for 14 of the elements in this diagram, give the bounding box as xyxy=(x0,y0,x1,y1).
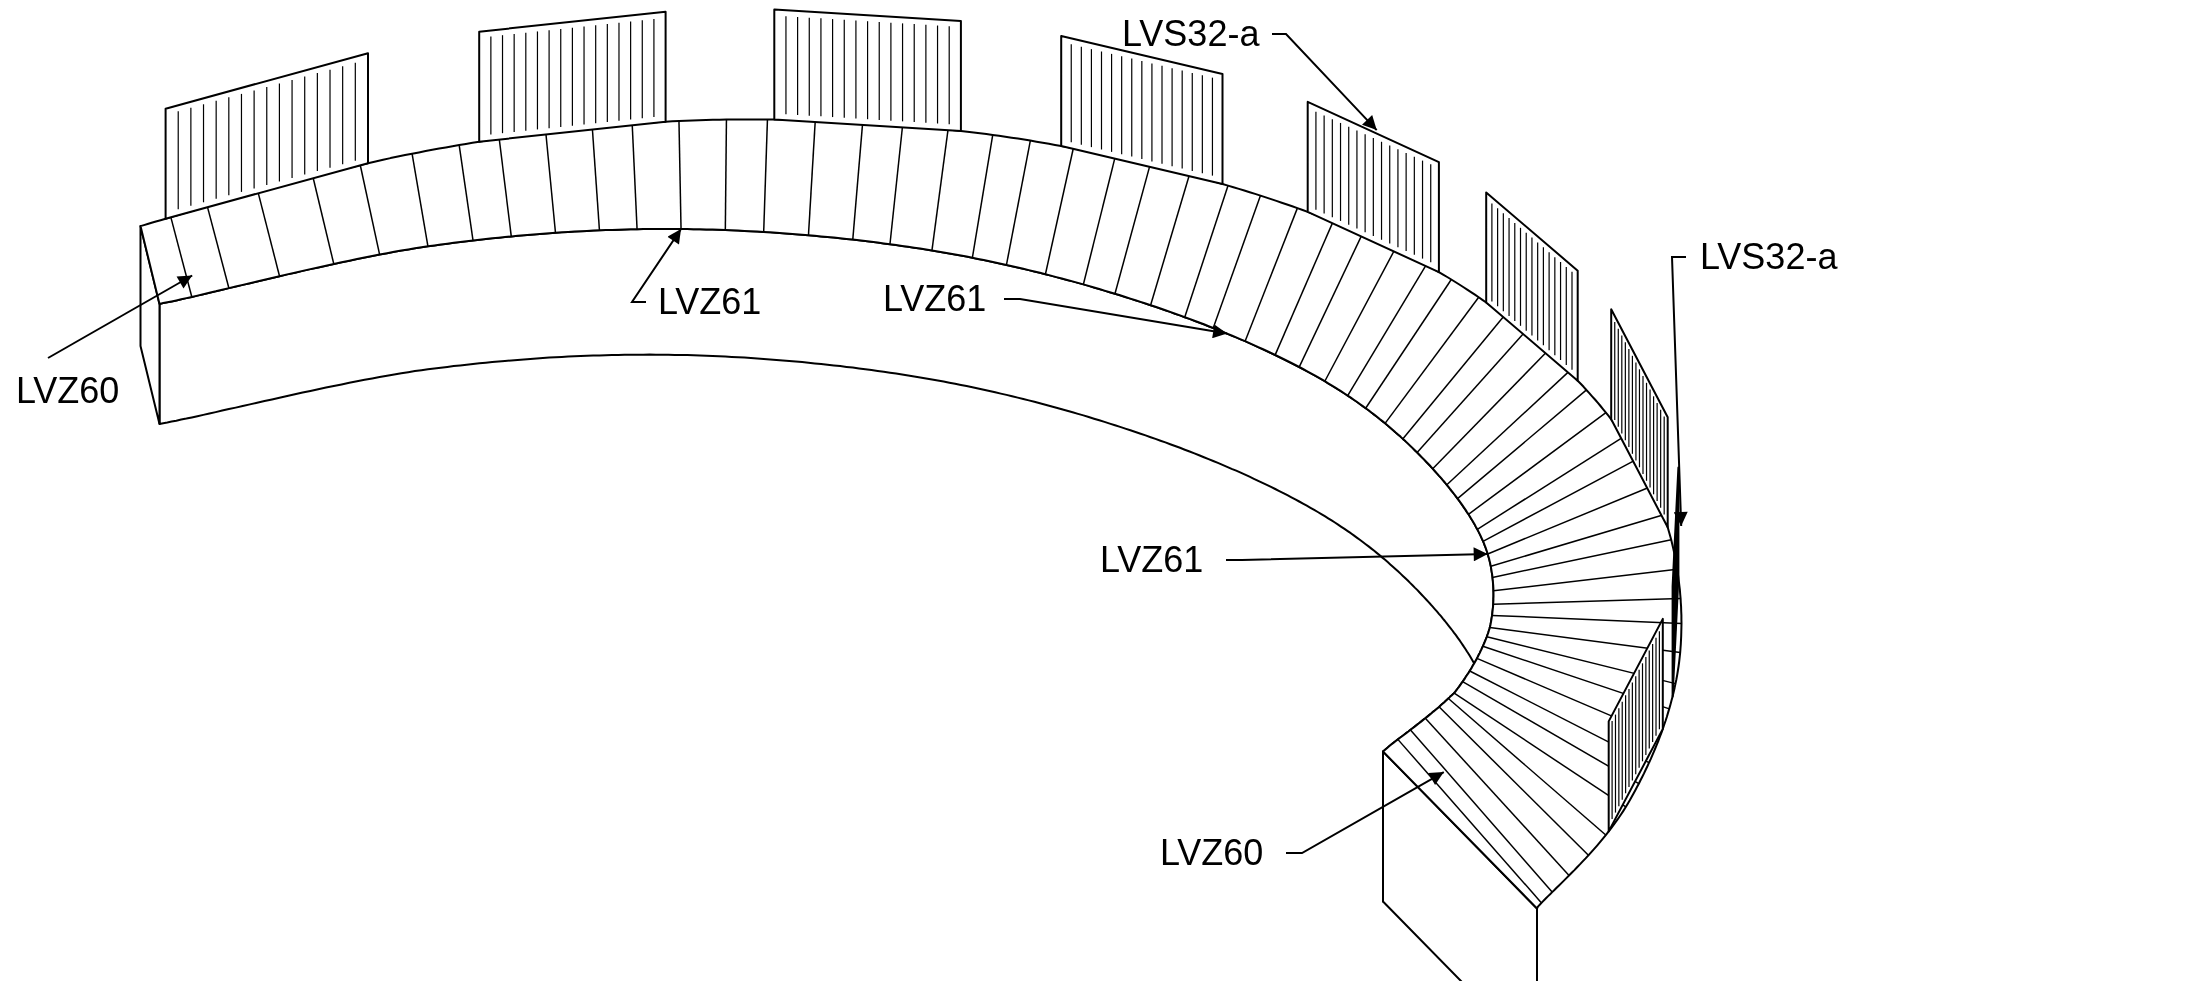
part-code-label: LVZ60 xyxy=(1160,833,1264,873)
part-code-label: LVZ60 xyxy=(16,371,120,411)
part-code-label: LVS32-a xyxy=(1122,14,1260,54)
leader-line xyxy=(630,228,682,303)
part-code-label: LVZ61 xyxy=(883,279,987,319)
leader-line xyxy=(1225,547,1489,562)
leader-line xyxy=(1285,771,1445,854)
leader-line xyxy=(1271,33,1378,132)
leader-line xyxy=(1003,298,1229,339)
part-code-label: LVS32-a xyxy=(1700,237,1838,277)
leader-line xyxy=(47,274,194,359)
part-code-label: LVZ61 xyxy=(1100,540,1204,580)
part-code-label: LVZ61 xyxy=(658,282,762,322)
leader-line xyxy=(1670,256,1688,527)
